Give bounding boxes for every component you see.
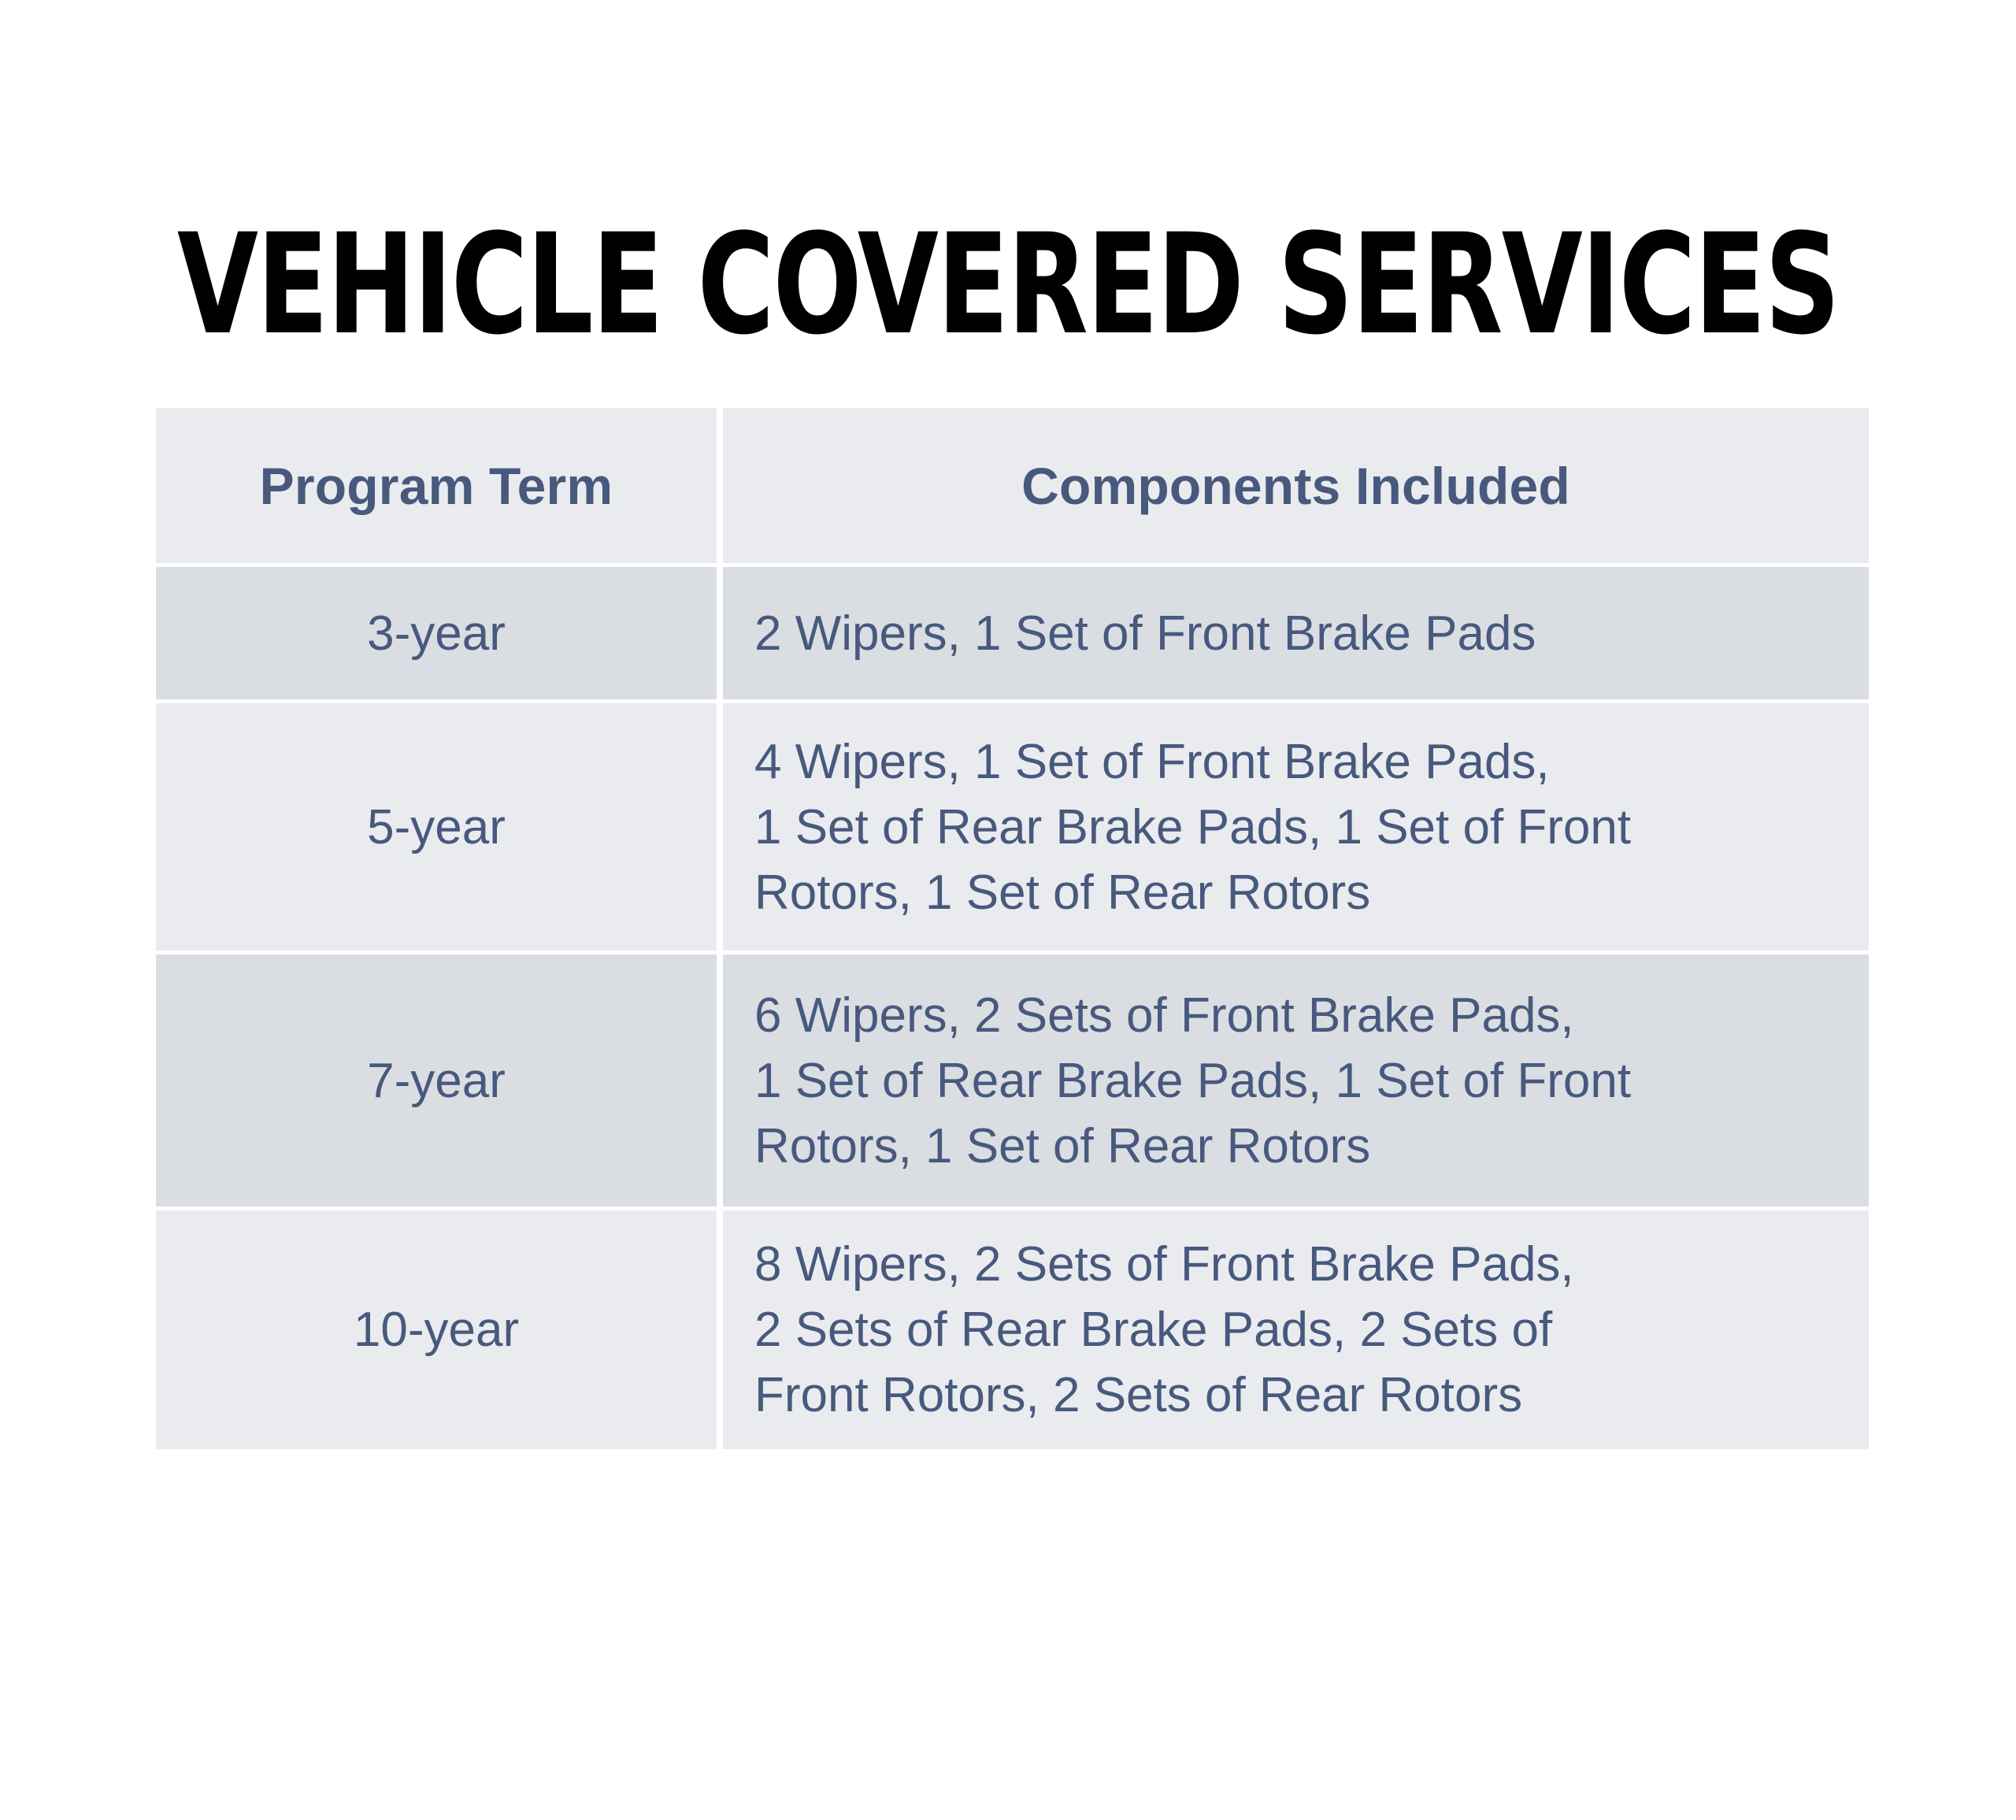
table-row: 10-year 8 Wipers, 2 Sets of Front Brake … xyxy=(156,1210,1869,1449)
row-divider xyxy=(156,1207,1869,1210)
table-header-program-term: Program Term xyxy=(156,408,717,563)
vehicle-covered-services-table: Program Term Components Included 3-year … xyxy=(156,408,1869,1449)
column-divider xyxy=(717,408,723,563)
cell-components-included: 8 Wipers, 2 Sets of Front Brake Pads, 2 … xyxy=(723,1210,1869,1449)
column-divider xyxy=(717,567,723,699)
table-row: 7-year 6 Wipers, 2 Sets of Front Brake P… xyxy=(156,954,1869,1207)
cell-components-included: 4 Wipers, 1 Set of Front Brake Pads, 1 S… xyxy=(723,703,1869,951)
cell-components-included: 6 Wipers, 2 Sets of Front Brake Pads, 1 … xyxy=(723,954,1869,1207)
column-divider xyxy=(717,703,723,951)
table-row: 5-year 4 Wipers, 1 Set of Front Brake Pa… xyxy=(156,703,1869,951)
column-divider xyxy=(717,954,723,1207)
column-divider xyxy=(717,1210,723,1449)
cell-program-term: 7-year xyxy=(156,954,717,1207)
table-header-components-included: Components Included xyxy=(723,408,1869,563)
row-divider xyxy=(156,699,1869,703)
cell-program-term: 10-year xyxy=(156,1210,717,1449)
cell-components-included: 2 Wipers, 1 Set of Front Brake Pads xyxy=(723,567,1869,699)
row-divider xyxy=(156,563,1869,567)
table-header-row: Program Term Components Included xyxy=(156,408,1869,563)
cell-program-term: 5-year xyxy=(156,703,717,951)
cell-program-term: 3-year xyxy=(156,567,717,699)
table-row: 3-year 2 Wipers, 1 Set of Front Brake Pa… xyxy=(156,567,1869,699)
row-divider xyxy=(156,951,1869,954)
page-title: VEHICLE COVERED SERVICES xyxy=(176,204,1840,365)
